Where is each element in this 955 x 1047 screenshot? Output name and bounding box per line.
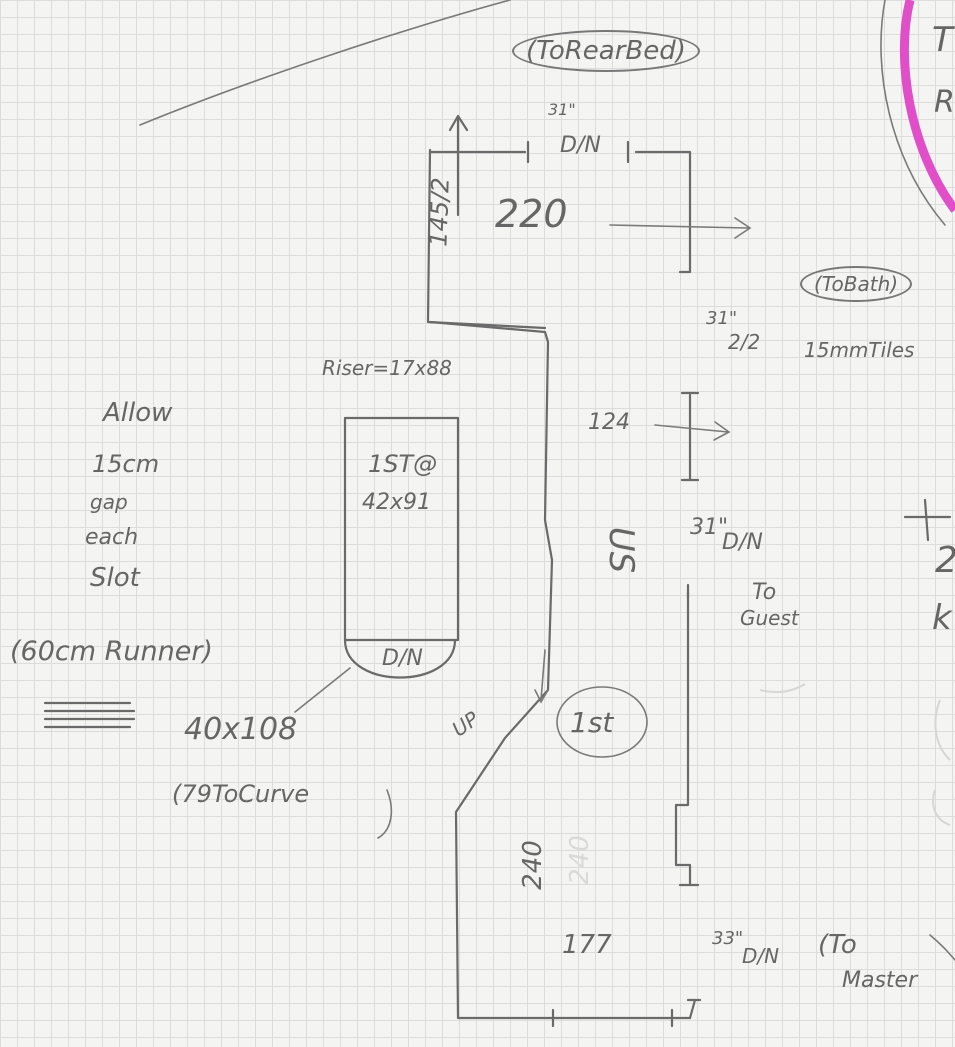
step-door-label: D/N xyxy=(382,646,423,671)
edge-letter-t: T xyxy=(932,20,953,60)
plus-mark xyxy=(903,498,952,542)
to-master-label-2: Master xyxy=(842,968,918,993)
right-arrow-124 xyxy=(654,421,731,441)
first-step-label: 1ST@ xyxy=(368,450,438,478)
upper-room-outline xyxy=(426,148,547,330)
edge-letter-r: R xyxy=(934,85,955,120)
up-arrow xyxy=(448,114,469,217)
dimension-240: 240 xyxy=(517,840,548,890)
curve-line xyxy=(139,0,511,126)
door-label-master: D/N xyxy=(742,944,780,968)
ghost-240: 240 xyxy=(564,835,595,885)
runner-lines xyxy=(43,701,136,729)
first-circle-label: 1st xyxy=(570,706,614,739)
dimension-220: 220 xyxy=(495,192,568,236)
riser-note: Riser=17x88 xyxy=(322,356,452,380)
allow-note-3: gap xyxy=(90,490,128,514)
allow-note-2: 15cm xyxy=(92,450,160,478)
door-label-guest: D/N xyxy=(722,530,763,555)
dimension-145: 145/2 xyxy=(424,176,455,248)
door-label-top: D/N xyxy=(560,133,601,158)
to-rear-bed-label: (ToRearBed) xyxy=(512,30,700,72)
edge-number-2: 2 xyxy=(935,540,955,581)
runner-note: (60cm Runner) xyxy=(10,636,213,667)
dimension-33: 33" xyxy=(712,928,744,949)
edge-letter-k: k xyxy=(932,598,952,638)
first-step-rect xyxy=(343,416,460,642)
allow-note-1: Allow xyxy=(103,398,173,428)
to-bath-label: (ToBath) xyxy=(800,266,913,302)
first-step-size: 42x91 xyxy=(362,490,432,515)
dimension-31-top: 31" xyxy=(548,100,576,119)
to-master-label-1: (To xyxy=(818,930,857,960)
right-arrow-bath xyxy=(609,217,752,239)
first-circle xyxy=(556,686,648,758)
fraction-2-2: 2/2 xyxy=(728,330,761,354)
dimension-31-bath: 31" xyxy=(706,308,738,329)
dimension-40x108: 40x108 xyxy=(184,712,298,747)
dimension-124: 124 xyxy=(588,410,630,435)
pink-circle-arc xyxy=(899,0,955,213)
dimension-31-guest: 31" xyxy=(690,515,729,540)
allow-note-4: each xyxy=(85,525,139,550)
right-wall-lower xyxy=(674,590,692,887)
stair-arrow xyxy=(534,649,549,704)
corridor-outline xyxy=(428,320,692,1020)
tiles-note: 15mmTiles xyxy=(804,338,915,362)
allow-note-5: Slot xyxy=(90,563,140,593)
to-guest-label-2: Guest xyxy=(740,606,799,630)
to-curve-note: (79ToCurve xyxy=(172,780,310,808)
to-guest-label-1: To xyxy=(752,580,777,605)
us-mark: US xyxy=(601,526,642,574)
dimension-177: 177 xyxy=(562,930,612,960)
